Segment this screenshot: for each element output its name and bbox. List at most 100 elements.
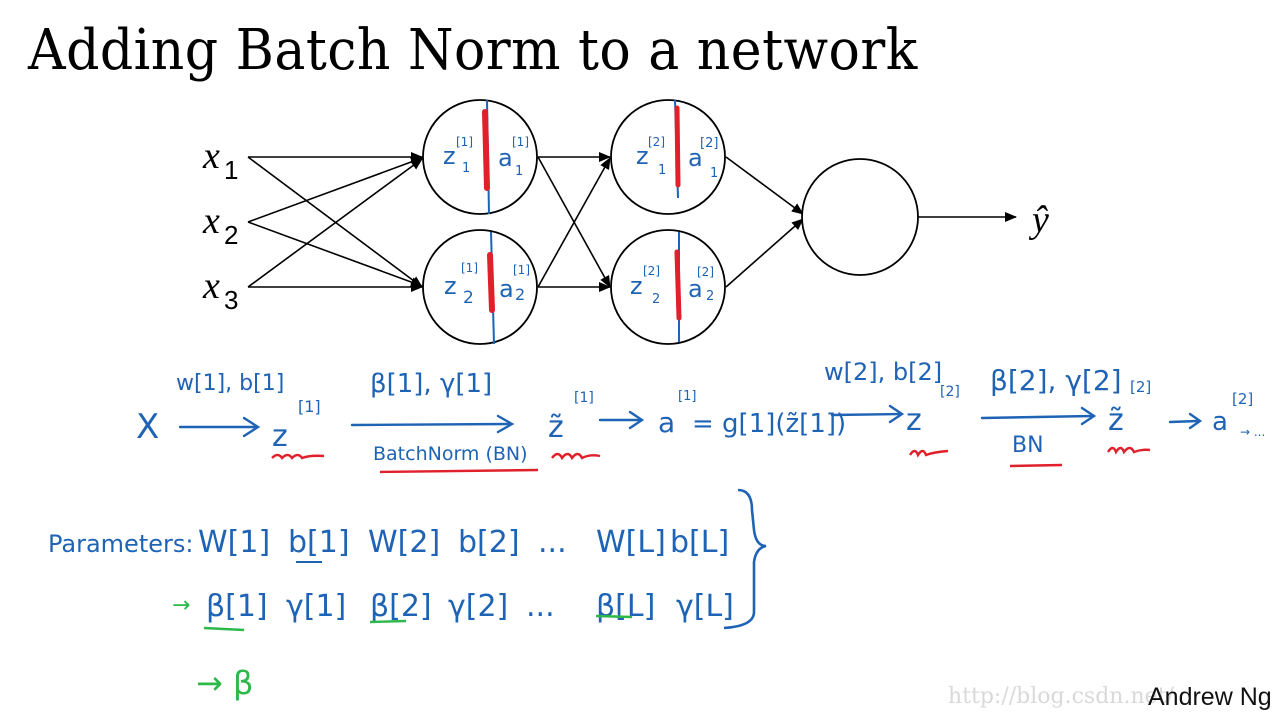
flow-bn-params1: β[1], γ[1] xyxy=(370,369,492,399)
svg-text:[1]: [1] xyxy=(456,135,473,149)
red-underline-bn2 xyxy=(1009,463,1063,468)
svg-text:3: 3 xyxy=(224,285,238,315)
svg-text:2: 2 xyxy=(706,289,714,304)
green-strike-beta1 xyxy=(203,626,245,632)
node-layer2-unit2: z [2] 2 a [2] 2 xyxy=(610,229,726,345)
svg-text:[1]: [1] xyxy=(461,261,478,275)
svg-text:[2]: [2] xyxy=(648,135,665,149)
svg-text:[1]: [1] xyxy=(513,263,530,277)
node-output xyxy=(801,158,919,276)
param-gamma1: γ[1] xyxy=(286,589,346,624)
flow-z1: z xyxy=(272,419,288,454)
node-layer1-unit2: z [1] 2 a [1] 2 xyxy=(422,229,538,345)
flow-a1: a xyxy=(658,406,675,439)
output-y-hat: ŷ xyxy=(1028,199,1049,241)
svg-text:a: a xyxy=(688,275,703,303)
svg-text:[2]: [2] xyxy=(700,136,718,151)
flow-ztilde2: z̃ xyxy=(1108,403,1124,438)
red-squiggle-ztilde1 xyxy=(551,452,601,461)
flow-x: X xyxy=(136,407,159,447)
param-wL: W[L] xyxy=(596,525,666,560)
edge-x1-n12 xyxy=(247,156,423,288)
svg-text:z: z xyxy=(636,142,649,170)
svg-text:x: x xyxy=(202,265,220,307)
svg-text:2: 2 xyxy=(224,220,238,250)
svg-text:x: x xyxy=(202,135,220,177)
edge-x2-n11 xyxy=(247,157,423,223)
svg-text:a: a xyxy=(688,144,703,172)
edge-n21-out xyxy=(725,156,804,215)
flow-bn-params2: β[2], γ[2] xyxy=(990,364,1122,397)
svg-text:2: 2 xyxy=(652,292,660,307)
green-strike-betaL xyxy=(595,614,633,619)
flow-ztilde1: z̃ xyxy=(548,410,564,445)
flow-a2-sup: [2] xyxy=(1232,390,1253,408)
param-w2: W[2] xyxy=(368,525,440,560)
forward-flow: X w[1], b[1] z [1] β[1], γ[1] BatchNorm … xyxy=(136,358,1265,474)
flow-z2-sup: [2] xyxy=(940,384,960,400)
param-bL: b[L] xyxy=(670,525,729,560)
beta-note: → β xyxy=(196,664,253,702)
flow-z1-sup: [1] xyxy=(298,397,321,416)
flow-a1-sup: [1] xyxy=(678,389,696,404)
arrow-icon xyxy=(980,406,1097,426)
input-x2: x 2 xyxy=(202,200,238,250)
edge-x3-n11 xyxy=(247,158,423,288)
watermark: http://blog.csdn.net/ xyxy=(948,684,1174,709)
svg-text:2: 2 xyxy=(515,285,525,304)
flow-a2: a xyxy=(1212,407,1228,437)
flow-bn-label1: BatchNorm (BN) xyxy=(373,443,528,465)
param-gammaL: γ[L] xyxy=(676,589,734,624)
svg-text:2: 2 xyxy=(463,288,474,308)
param-ellipsis1: ... xyxy=(538,525,567,560)
flow-bn-label2: BN xyxy=(1012,433,1044,458)
svg-text:1: 1 xyxy=(710,166,718,181)
hidden-edges xyxy=(537,152,1017,292)
param-b2: b[2] xyxy=(458,525,520,560)
red-squiggle-z2 xyxy=(908,449,949,458)
red-squiggle-z1 xyxy=(271,453,325,460)
svg-text:1: 1 xyxy=(515,164,523,179)
parameters-label: Parameters: xyxy=(48,530,193,558)
red-squiggle-ztilde2 xyxy=(1106,446,1151,455)
flow-ztilde1-sup: [1] xyxy=(574,390,594,406)
param-w1: W[1] xyxy=(198,525,270,560)
svg-text:[2]: [2] xyxy=(643,264,660,278)
svg-text:1: 1 xyxy=(462,161,470,176)
svg-text:[1]: [1] xyxy=(512,135,529,149)
flow-ztilde2-sup: [2] xyxy=(1130,378,1151,396)
flow-continuation: → ... xyxy=(1240,425,1265,439)
arrow-icon xyxy=(350,414,515,434)
svg-text:z: z xyxy=(443,142,456,170)
param-b1: b[1] xyxy=(288,525,350,560)
edge-x2-n12 xyxy=(247,221,423,287)
edge-n12-n21 xyxy=(537,157,611,288)
arrow-icon xyxy=(598,410,645,430)
param-ellipsis2: ... xyxy=(526,589,555,624)
node-layer1-unit1: z [1] 1 a [1] 1 xyxy=(422,99,538,215)
param-betaL: β[L] xyxy=(596,589,655,624)
flow-params1: w[1], b[1] xyxy=(176,371,284,396)
svg-text:[2]: [2] xyxy=(697,265,714,279)
svg-text:x: x xyxy=(202,200,220,242)
input-x3: x 3 xyxy=(202,265,238,315)
input-edges xyxy=(247,152,423,292)
input-x1: x 1 xyxy=(202,135,238,185)
arrow-icon xyxy=(178,416,261,438)
svg-text:1: 1 xyxy=(224,155,238,185)
parameters-block: Parameters: W[1] b[1] W[2] b[2] ... W[L]… xyxy=(48,488,767,702)
edge-n22-out xyxy=(725,218,804,288)
param-beta2: β[2] xyxy=(370,589,432,624)
arrow-icon xyxy=(1168,412,1203,430)
author-credit: Andrew Ng xyxy=(1148,683,1272,711)
svg-text:a: a xyxy=(498,144,513,172)
flow-params2: w[2], b[2] xyxy=(824,358,942,386)
slide-title: Adding Batch Norm to a network xyxy=(28,18,918,83)
svg-text:z: z xyxy=(630,272,643,300)
green-strike-beta2 xyxy=(369,619,407,624)
flow-z2: z xyxy=(906,403,922,438)
flow-g-expr: = g[1](z̃[1]) xyxy=(692,409,846,439)
right-brace xyxy=(723,488,767,630)
arrow-icon xyxy=(830,404,905,424)
